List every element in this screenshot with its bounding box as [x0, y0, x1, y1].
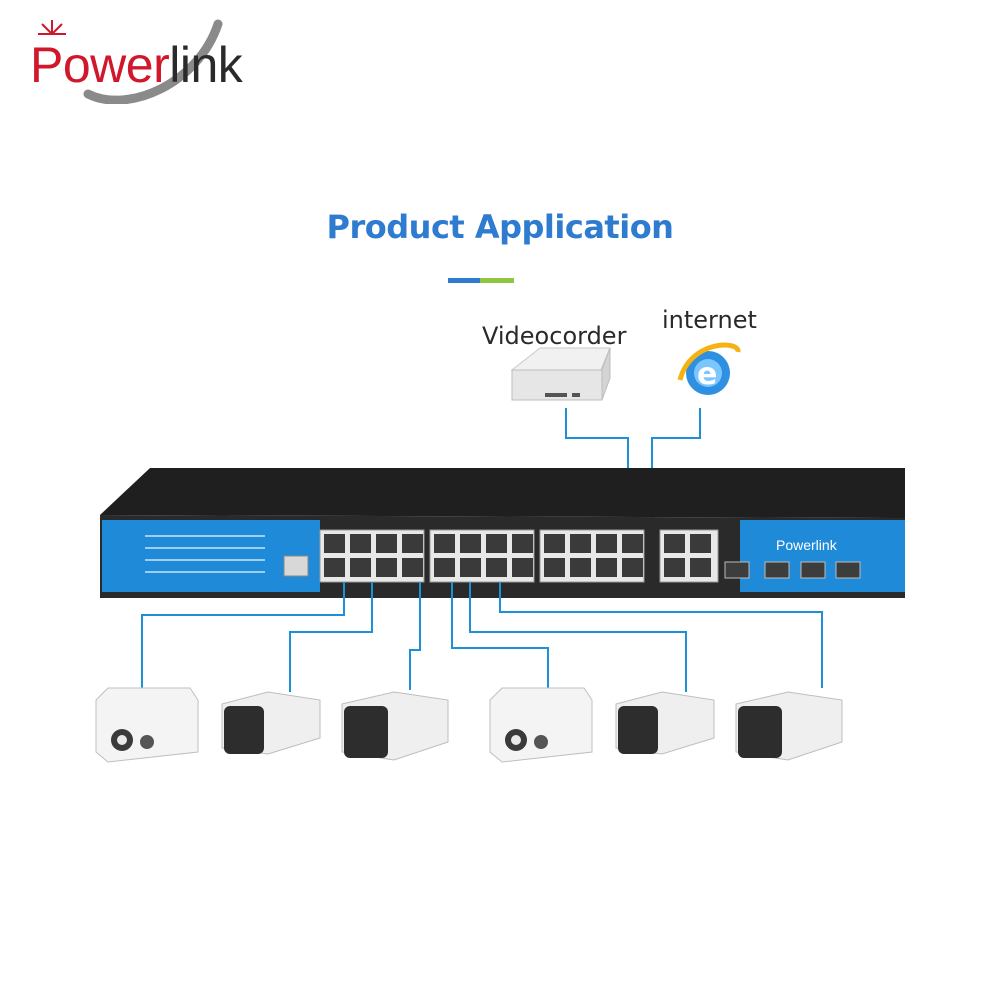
rj45-port [376, 534, 397, 553]
camera-3 [341, 691, 449, 761]
switch-sfp-panel [740, 520, 905, 592]
rj45-port [664, 534, 685, 553]
camera-1 [95, 687, 199, 763]
rj45-port [402, 558, 423, 577]
internet-explorer-icon: e [677, 342, 741, 395]
console-port [283, 555, 309, 577]
camera-2 [221, 691, 321, 755]
rj45-port [350, 558, 371, 577]
rj45-port [486, 558, 507, 577]
rj45-port [622, 558, 643, 577]
title-underline-green [480, 278, 514, 283]
status-leds [145, 535, 265, 573]
sfp-slots [724, 561, 861, 579]
rj45-port [570, 534, 591, 553]
star-burst-icon [38, 20, 66, 35]
rj45-port [376, 558, 397, 577]
powerlink-logo: Powerlink [18, 14, 318, 104]
title-underline-blue [448, 278, 480, 283]
switch-brand: Powerlink [776, 537, 838, 553]
rj45-port [622, 534, 643, 553]
camera-5 [615, 691, 715, 755]
rj45-port [324, 534, 345, 553]
logo-text: Powerlink [30, 37, 243, 93]
switch-led-panel [102, 520, 315, 592]
videocorder-label: Videocorder [482, 322, 627, 350]
camera-6 [735, 691, 843, 761]
rj45-port [596, 558, 617, 577]
rj45-port [460, 534, 481, 553]
rj45-port [690, 534, 711, 553]
page-title: Product Application [326, 208, 674, 246]
port-grid [324, 534, 711, 577]
videocorder-device [510, 347, 611, 401]
rj45-port [690, 558, 711, 577]
rj45-port [544, 558, 565, 577]
rj45-port [512, 534, 533, 553]
rj45-port [544, 534, 565, 553]
camera-4 [489, 687, 593, 763]
rj45-port [570, 558, 591, 577]
logo-swoosh [38, 19, 223, 104]
rj45-port [460, 558, 481, 577]
internet-label: internet [662, 306, 757, 334]
rj45-port [596, 534, 617, 553]
svg-text:e: e [697, 357, 717, 392]
rj45-port [434, 558, 455, 577]
logo-link: link [169, 37, 243, 93]
rj45-port [486, 534, 507, 553]
rj45-port [350, 534, 371, 553]
logo-power: Power [30, 37, 170, 93]
rj45-port [324, 558, 345, 577]
poe-switch: Powerlink [100, 468, 905, 598]
rj45-port [402, 534, 423, 553]
rj45-port [434, 534, 455, 553]
camera-lines [141, 582, 823, 692]
rj45-port [512, 558, 533, 577]
rj45-port [664, 558, 685, 577]
